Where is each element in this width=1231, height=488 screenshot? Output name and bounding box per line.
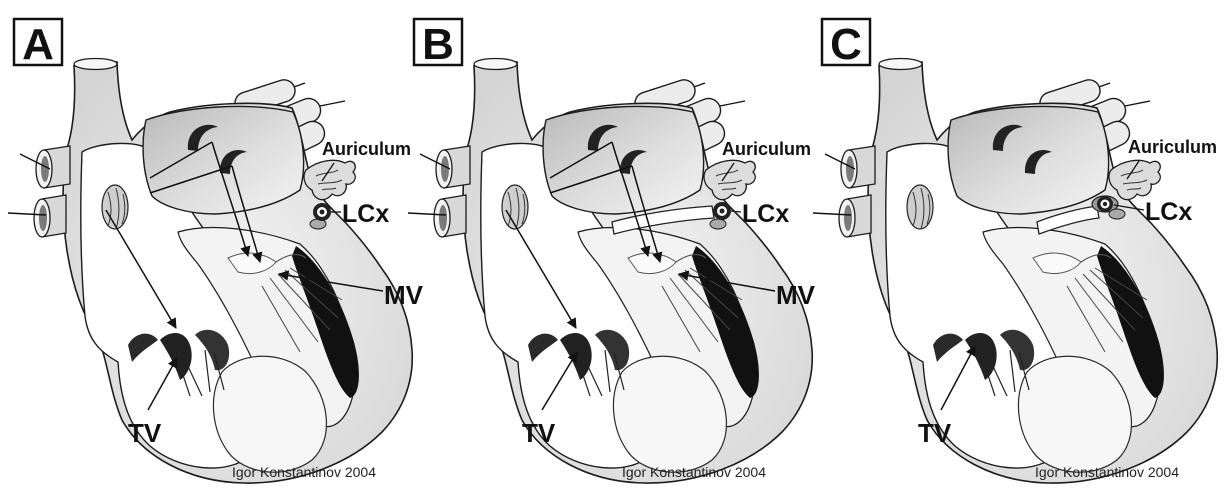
auriculum-label: Auriculum bbox=[722, 139, 811, 159]
tv-label: TV bbox=[522, 418, 556, 448]
credit-text: Igor Konstantinov 2004 bbox=[1035, 464, 1179, 480]
tv-label: TV bbox=[128, 418, 162, 448]
panel-b: B Auriculum LCx MV TV Igor Konstantinov … bbox=[408, 19, 816, 483]
panel-letter: B bbox=[422, 20, 454, 69]
auriculum-label: Auriculum bbox=[322, 139, 411, 159]
heart-illustration bbox=[813, 59, 1217, 484]
lcx-label: LCx bbox=[1145, 198, 1192, 226]
heart-illustration bbox=[8, 59, 412, 484]
credit-text: Igor Konstantinov 2004 bbox=[232, 464, 376, 480]
mv-label: MV bbox=[776, 280, 816, 310]
tv-label: TV bbox=[918, 418, 952, 448]
panel-letter: C bbox=[830, 20, 862, 69]
auriculum-label: Auriculum bbox=[1128, 137, 1217, 157]
lcx-label: LCx bbox=[742, 200, 789, 228]
panel-a: A Auriculum LCx MV TV Igor Konstantinov … bbox=[8, 19, 424, 483]
panel-letter: A bbox=[22, 20, 54, 69]
credit-text: Igor Konstantinov 2004 bbox=[622, 464, 766, 480]
panel-c: C Auriculum LCx TV Igor Konstantinov 200… bbox=[813, 19, 1217, 483]
lcx-label: LCx bbox=[342, 200, 389, 228]
heart-illustration bbox=[408, 59, 812, 484]
mv-label: MV bbox=[384, 280, 424, 310]
